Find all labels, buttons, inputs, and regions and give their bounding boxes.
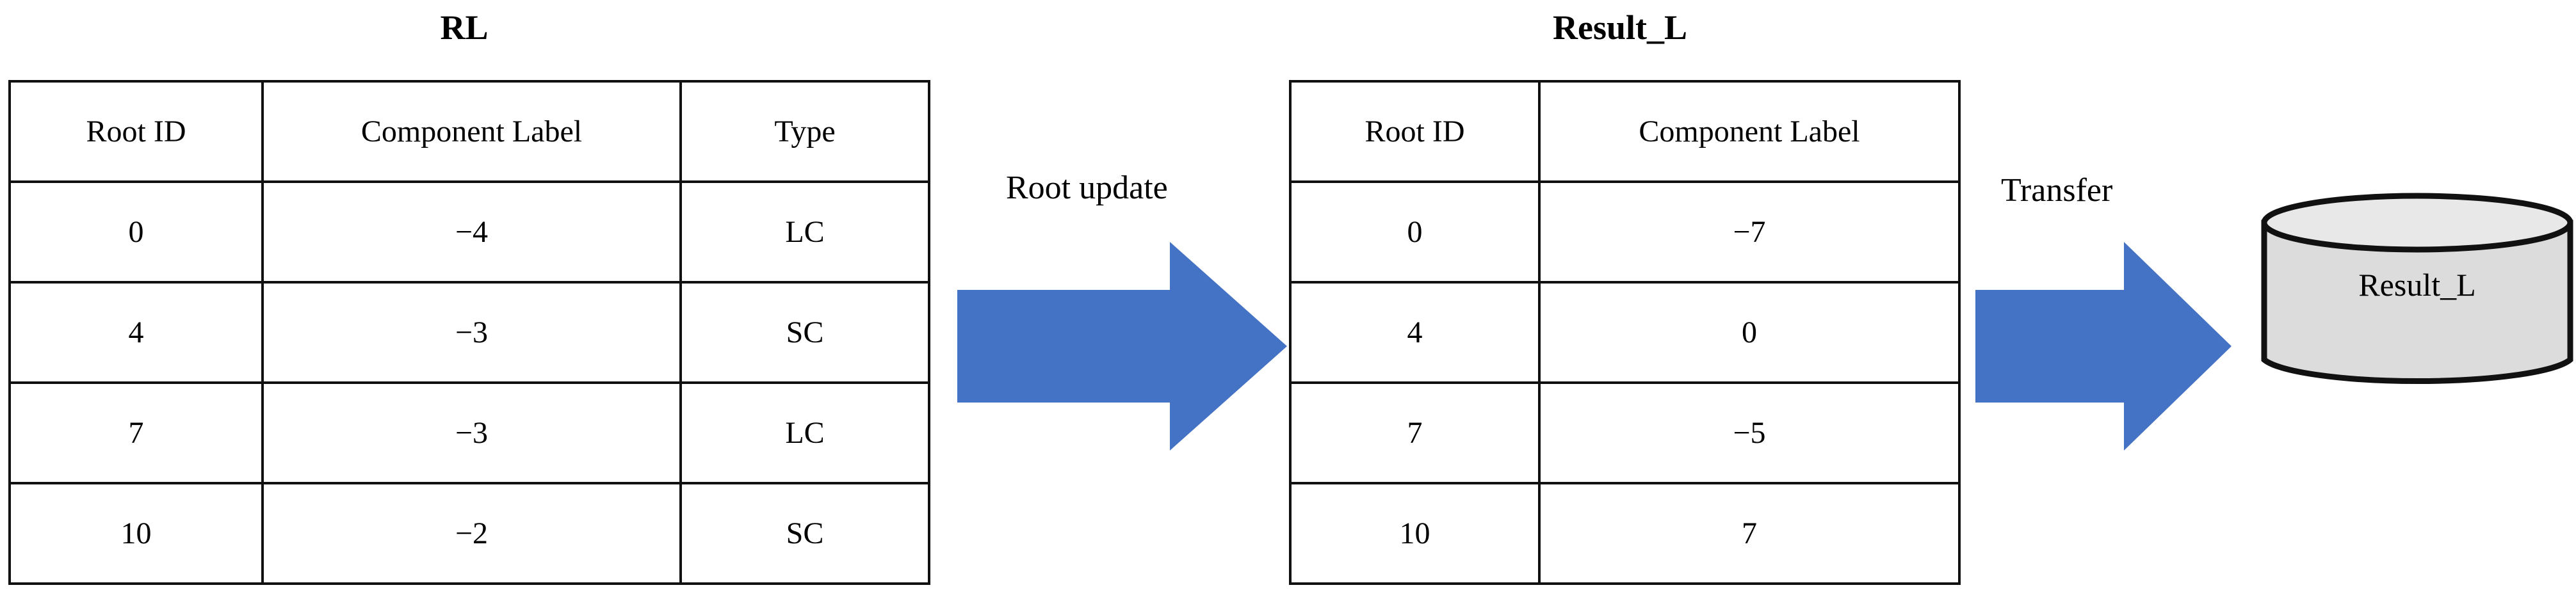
table-row: 0 −4 LC xyxy=(8,180,930,284)
table-row: 4 0 xyxy=(1289,281,1961,384)
flow-label-transfer: Transfer xyxy=(2001,172,2113,209)
database-label: Result_L xyxy=(2358,267,2476,303)
cell-type: LC xyxy=(679,381,930,484)
cell-type: SC xyxy=(679,482,930,585)
column-header-root-id: Root ID xyxy=(1289,80,1541,183)
cell-component-label: −3 xyxy=(261,381,682,484)
cell-type: SC xyxy=(679,281,930,384)
column-header-component-label: Component Label xyxy=(1538,80,1961,183)
source-table: Root ID Component Label Type 0 −4 LC 4 −… xyxy=(8,80,930,585)
cell-root-id: 7 xyxy=(1289,381,1541,484)
cell-root-id: 4 xyxy=(1289,281,1541,384)
cell-component-label: −2 xyxy=(261,482,682,585)
cell-root-id: 7 xyxy=(8,381,264,484)
right-arrow-icon-root-update xyxy=(957,242,1287,451)
source-table-title: RL xyxy=(440,8,489,47)
result-table-title: Result_L xyxy=(1552,8,1687,47)
table-row: 0 −7 xyxy=(1289,180,1961,284)
column-header-type: Type xyxy=(679,80,930,183)
table-row: 7 −5 xyxy=(1289,381,1961,484)
cell-root-id: 0 xyxy=(8,180,264,284)
table-row: 4 −3 SC xyxy=(8,281,930,384)
cell-root-id: 10 xyxy=(8,482,264,585)
table-header-row: Root ID Component Label Type xyxy=(8,80,930,183)
flow-label-root-update: Root update xyxy=(1006,170,1168,206)
result-table: Root ID Component Label 0 −7 4 0 7 −5 10… xyxy=(1289,80,1961,585)
cell-component-label: 7 xyxy=(1538,482,1961,585)
cell-component-label: 0 xyxy=(1538,281,1961,384)
column-header-component-label: Component Label xyxy=(261,80,682,183)
cell-component-label: −4 xyxy=(261,180,682,284)
cell-root-id: 0 xyxy=(1289,180,1541,284)
cell-root-id: 10 xyxy=(1289,482,1541,585)
database-cylinder-icon xyxy=(2261,193,2573,385)
cell-root-id: 4 xyxy=(8,281,264,384)
cell-type: LC xyxy=(679,180,930,284)
column-header-root-id: Root ID xyxy=(8,80,264,183)
table-row: 10 −2 SC xyxy=(8,482,930,585)
table-header-row: Root ID Component Label xyxy=(1289,80,1961,183)
right-arrow-icon-transfer xyxy=(1975,242,2232,451)
cell-component-label: −5 xyxy=(1538,381,1961,484)
cell-component-label: −7 xyxy=(1538,180,1961,284)
cell-component-label: −3 xyxy=(261,281,682,384)
table-row: 7 −3 LC xyxy=(8,381,930,484)
table-row: 10 7 xyxy=(1289,482,1961,585)
